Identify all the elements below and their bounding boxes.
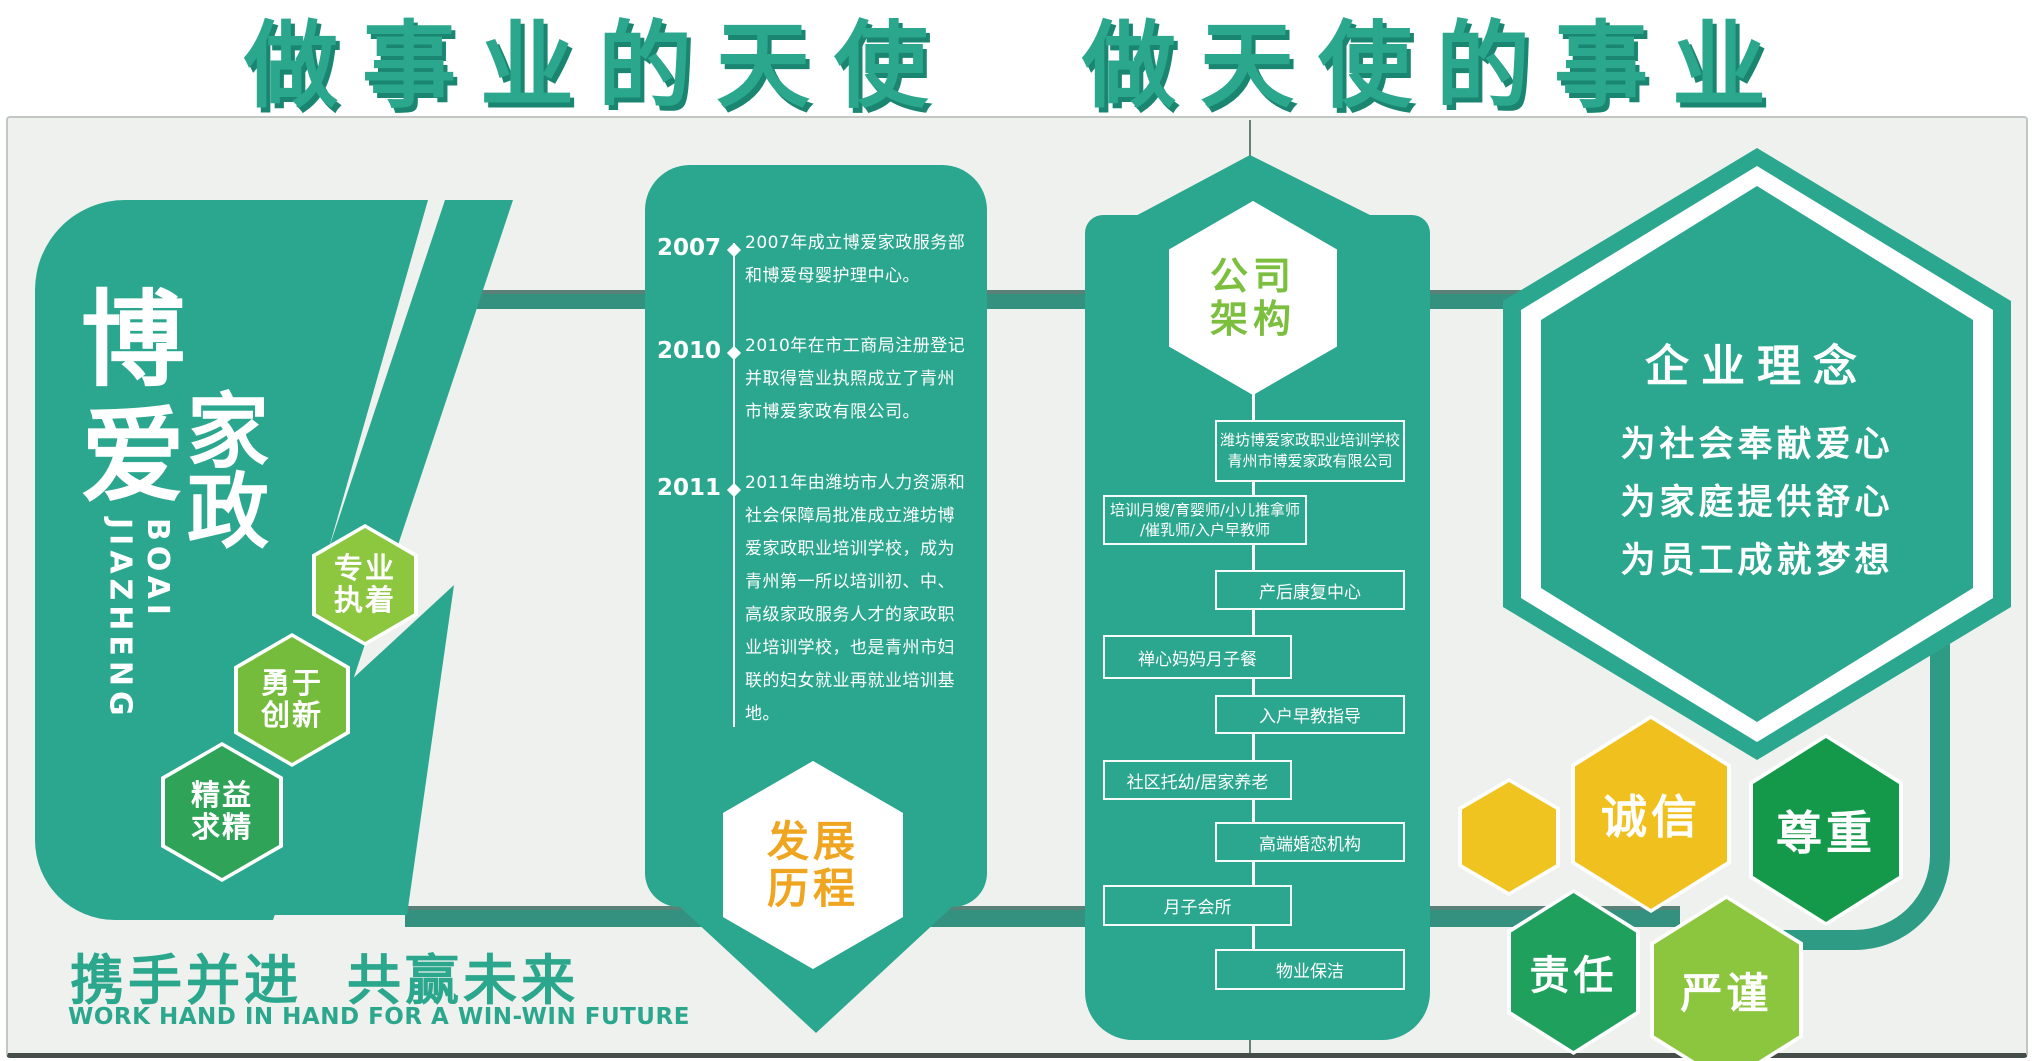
- brand-panel: 博 爱 家 政 BOAI JIAZHENG 专业 执着 勇于 创新: [35, 200, 647, 920]
- timeline-entry-text: 2011年由潍坊市人力资源和 社会保障局批准成立潍坊博 爱家政职业培训学校，成为…: [745, 473, 966, 724]
- philosophy-lines: 为社会奉献爱心 为家庭提供舒心 为员工成就梦想: [1503, 416, 2011, 590]
- timeline-year: 2007: [656, 235, 721, 261]
- brand-latin-line2: JIAZHENG: [102, 518, 138, 721]
- org-node-confinement-club: 月子会所: [1103, 885, 1292, 926]
- brand-char-4: 政: [187, 465, 270, 560]
- philosophy-line1: 为社会奉献爱心: [1620, 425, 1894, 465]
- slogan-cn-part2: 共赢未来: [347, 949, 579, 1012]
- value-hexagon-label: 精益 求精: [190, 778, 253, 844]
- timeline-year: 2010: [656, 338, 721, 364]
- timeline-year: 2011: [656, 475, 721, 501]
- slogan-english: WORK HAND IN HAND FOR A WIN-WIN FUTURE: [68, 1004, 690, 1030]
- value-hexagon-label: 专业 执着: [333, 551, 396, 617]
- timeline-panel: 2007 2010 2011 2007年成立博爱家政服务部 和博爱母婴护理中心。…: [645, 165, 987, 1037]
- alignment-mark-bottom: [1249, 1038, 1251, 1053]
- brand-char-2: 爱: [81, 395, 186, 517]
- org-node-postpartum-center: 产后康复中心: [1215, 570, 1405, 610]
- brand-latin-name: BOAI JIAZHENG: [101, 518, 176, 868]
- slogan-cn-part1: 携手并进: [70, 949, 302, 1012]
- org-structure-panel: 公司 架构 潍坊博爱家政职业培训学校 青州市博爱家政有限公司 培训月嫂/育婴师/…: [1085, 155, 1430, 1040]
- philosophy-hexagon: 企业理念 为社会奉献爱心 为家庭提供舒心 为员工成就梦想: [1503, 148, 2011, 760]
- org-node-community-care: 社区托幼/居家养老: [1103, 760, 1292, 800]
- poster-title: 做事业的天使 做天使的事业: [0, 2, 2034, 121]
- poster-title-right: 做天使的事业: [1082, 12, 1791, 121]
- org-node-confinement-meals: 禅心妈妈月子餐: [1103, 635, 1292, 679]
- org-node-early-education: 入户早教指导: [1215, 695, 1405, 734]
- org-node-property-cleaning: 物业保洁: [1215, 949, 1405, 990]
- poster-title-left: 做事业的天使: [243, 12, 952, 121]
- org-node-matchmaking: 高端婚恋机构: [1215, 822, 1405, 862]
- philosophy-line2: 为家庭提供舒心: [1620, 483, 1894, 523]
- development-history-label: 发展 历程: [766, 816, 859, 913]
- company-structure-label: 公司 架构: [1209, 254, 1296, 341]
- timeline-entry-text: 2010年在市工商局注册登记 并取得营业执照成立了青州 市博爱家政有限公司。: [745, 336, 966, 422]
- brand-latin-line1: BOAI: [140, 518, 175, 620]
- org-node-headquarters: 潍坊博爱家政职业培训学校 青州市博爱家政有限公司: [1215, 420, 1405, 482]
- philosophy-title: 企业理念: [1645, 341, 1869, 392]
- org-node-training: 培训月嫂/育婴师/小儿推拿师 /催乳师/入户早教师: [1103, 495, 1307, 545]
- decorative-hexagon: [1458, 778, 1560, 896]
- slogan-chinese: 携手并进 共赢未来: [70, 936, 579, 1015]
- alignment-mark-top: [1249, 120, 1251, 158]
- value-hexagon-label: 勇于 创新: [260, 666, 323, 732]
- development-history-badge: 发展 历程: [723, 761, 903, 969]
- philosophy-line3: 为员工成就梦想: [1620, 541, 1894, 581]
- brand-char-3: 家: [187, 385, 270, 480]
- timeline-entry-text: 2007年成立博爱家政服务部 和博爱母婴护理中心。: [745, 233, 966, 286]
- brand-char-1: 博: [81, 279, 186, 401]
